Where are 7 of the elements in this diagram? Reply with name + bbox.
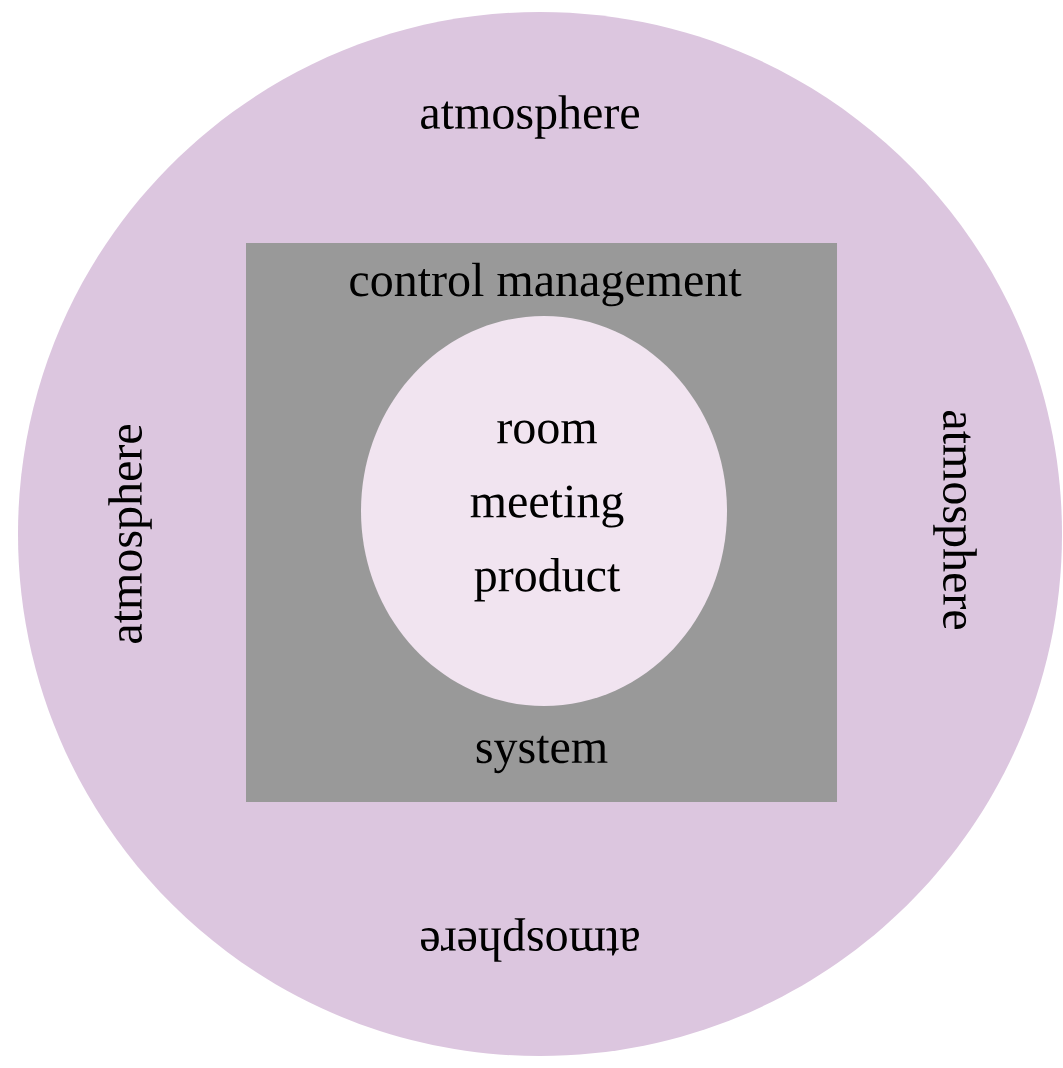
label: atmosphere [421, 918, 639, 962]
label: atmosphere [108, 425, 152, 643]
label: control management [350, 262, 742, 307]
label: room meeting product [470, 420, 624, 602]
label: system [476, 735, 608, 774]
label: atmosphere [933, 411, 977, 629]
label: atmosphere [421, 95, 639, 139]
